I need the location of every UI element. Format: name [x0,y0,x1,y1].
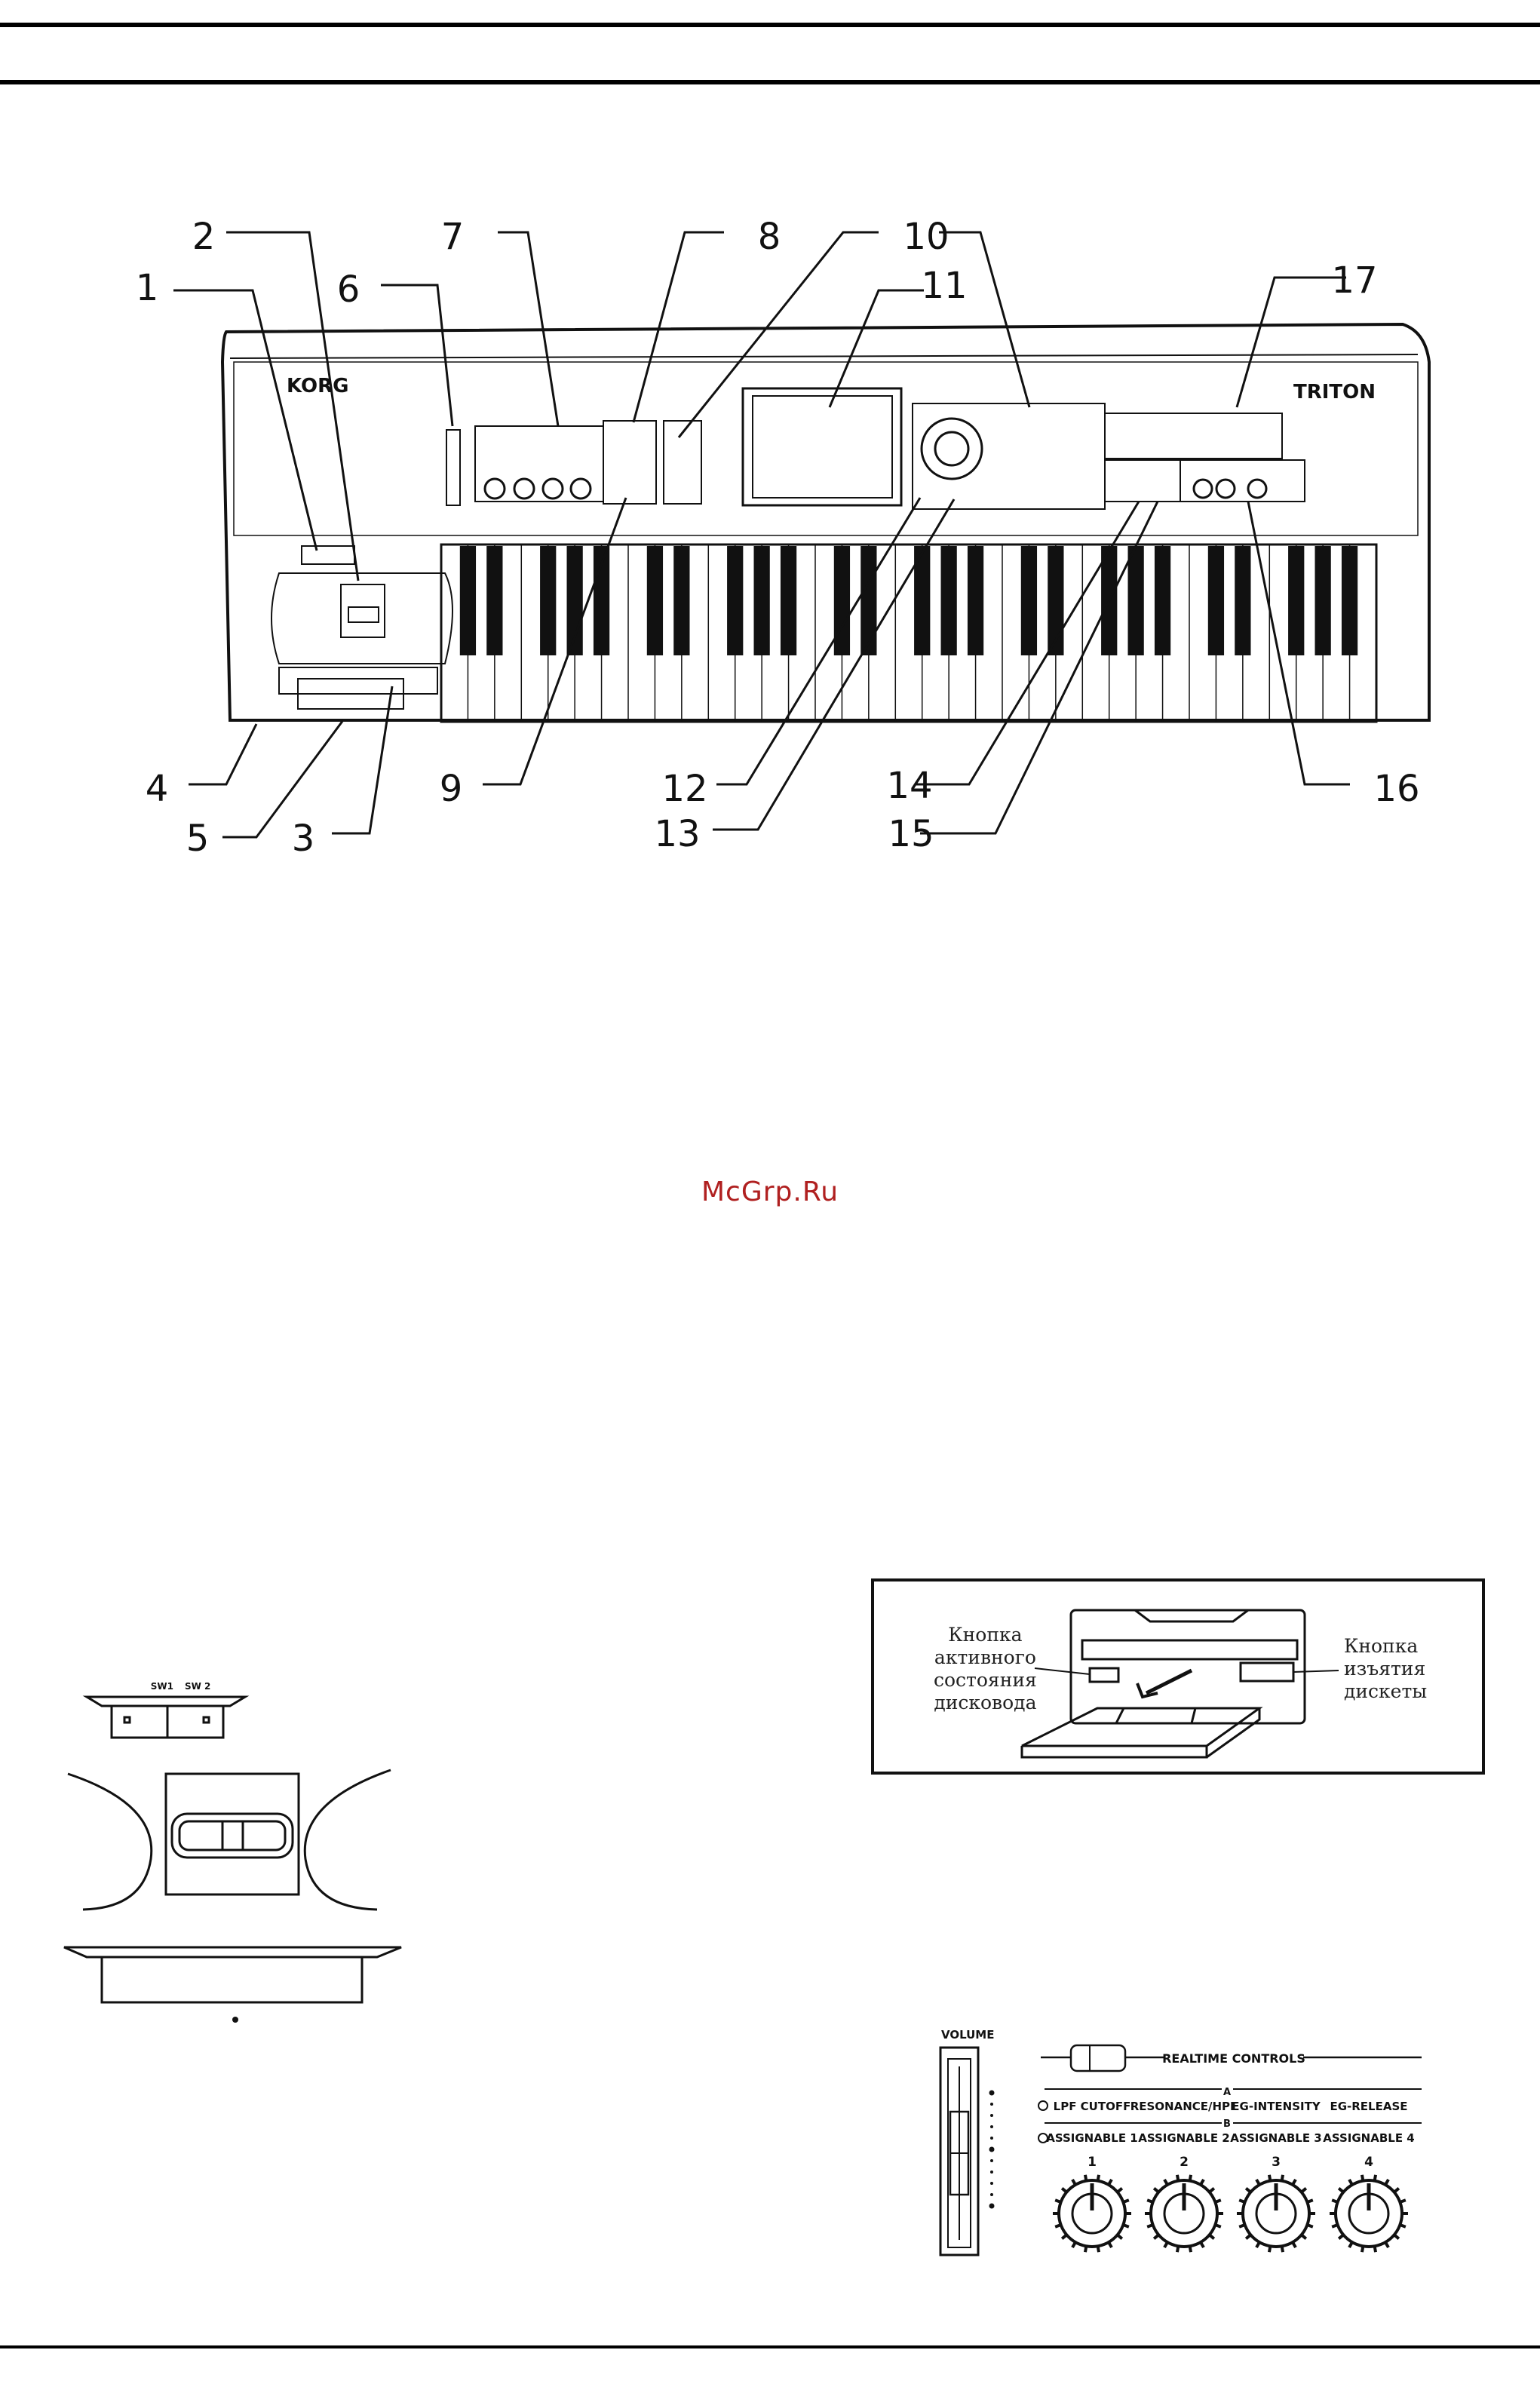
bottom-rule [0,2345,1540,2348]
knob-2-number: 2 [1180,2155,1189,2170]
callout-17: 17 [1331,259,1377,302]
black-key [460,546,476,655]
black-key [1155,546,1170,655]
black-key [941,546,957,655]
callout-3: 3 [292,818,315,860]
callout-7: 7 [441,216,465,258]
floppy-access-label: Кнопка активного состояния дисковода [934,1624,1037,1714]
black-key [727,546,743,655]
knob-3-b-label: ASSIGNABLE 3 [1230,2131,1322,2145]
callout-13: 13 [654,813,700,855]
knob-1-a-label: LPF CUTOFF [1054,2100,1131,2113]
black-key [1342,546,1357,655]
callout-4: 4 [146,768,169,810]
black-key [1208,546,1224,655]
knob-2-a-label: RESONANCE/HPF [1130,2100,1238,2113]
callout-6: 6 [337,268,360,311]
row-a-marker: A [1223,2087,1231,2098]
black-key [1128,546,1144,655]
black-key [968,546,983,655]
black-key [540,546,556,655]
knob-1-b-label: ASSIGNABLE 1 [1046,2131,1138,2145]
callout-8: 8 [758,216,781,258]
callout-1: 1 [136,267,159,309]
black-key [1021,546,1037,655]
knob-2 [1145,2175,1223,2252]
black-key [834,546,850,655]
callout-10: 10 [903,216,949,258]
watermark: McGrp.Ru [0,1177,1540,1207]
knob-2-b-label: ASSIGNABLE 2 [1138,2131,1230,2145]
knob-1 [1053,2175,1131,2252]
knob-3 [1237,2175,1315,2252]
black-key [781,546,796,655]
knob-3-number: 3 [1272,2155,1281,2170]
callout-2: 2 [192,216,216,258]
black-key [1315,546,1331,655]
model-logo: TRITON [1293,381,1376,403]
black-key [754,546,770,655]
callout-12: 12 [661,768,707,810]
callout-15: 15 [888,813,934,855]
black-keys [460,546,1357,655]
knob-4-number: 4 [1364,2155,1373,2170]
black-key [486,546,502,655]
knob-4 [1330,2175,1408,2252]
switch-sw2-label: SW 2 [185,1681,210,1692]
black-key [647,546,663,655]
black-key [1288,546,1304,655]
switch-sw1-label: SW1 [151,1681,173,1692]
callout-5: 5 [186,818,210,860]
knob-4-a-label: EG-RELEASE [1330,2100,1407,2113]
callout-14: 14 [886,765,932,807]
realtime-controls-title: REALTIME CONTROLS [1162,2051,1305,2066]
callout-16: 16 [1373,768,1419,810]
callout-11: 11 [921,265,967,307]
brand-logo: KORG [287,375,348,397]
black-key [673,546,689,655]
knob-3-a-label: EG-INTENSITY [1232,2100,1321,2113]
black-key [1235,546,1250,655]
volume-label: VOLUME [941,2028,994,2042]
row-b-marker: B [1223,2118,1231,2130]
floppy-eject-label: Кнопка изъятия дискеты [1344,1635,1427,1703]
callout-9: 9 [440,768,463,810]
black-key [860,546,876,655]
knob-4-b-label: ASSIGNABLE 4 [1323,2131,1415,2145]
knob-1-number: 1 [1088,2155,1097,2170]
